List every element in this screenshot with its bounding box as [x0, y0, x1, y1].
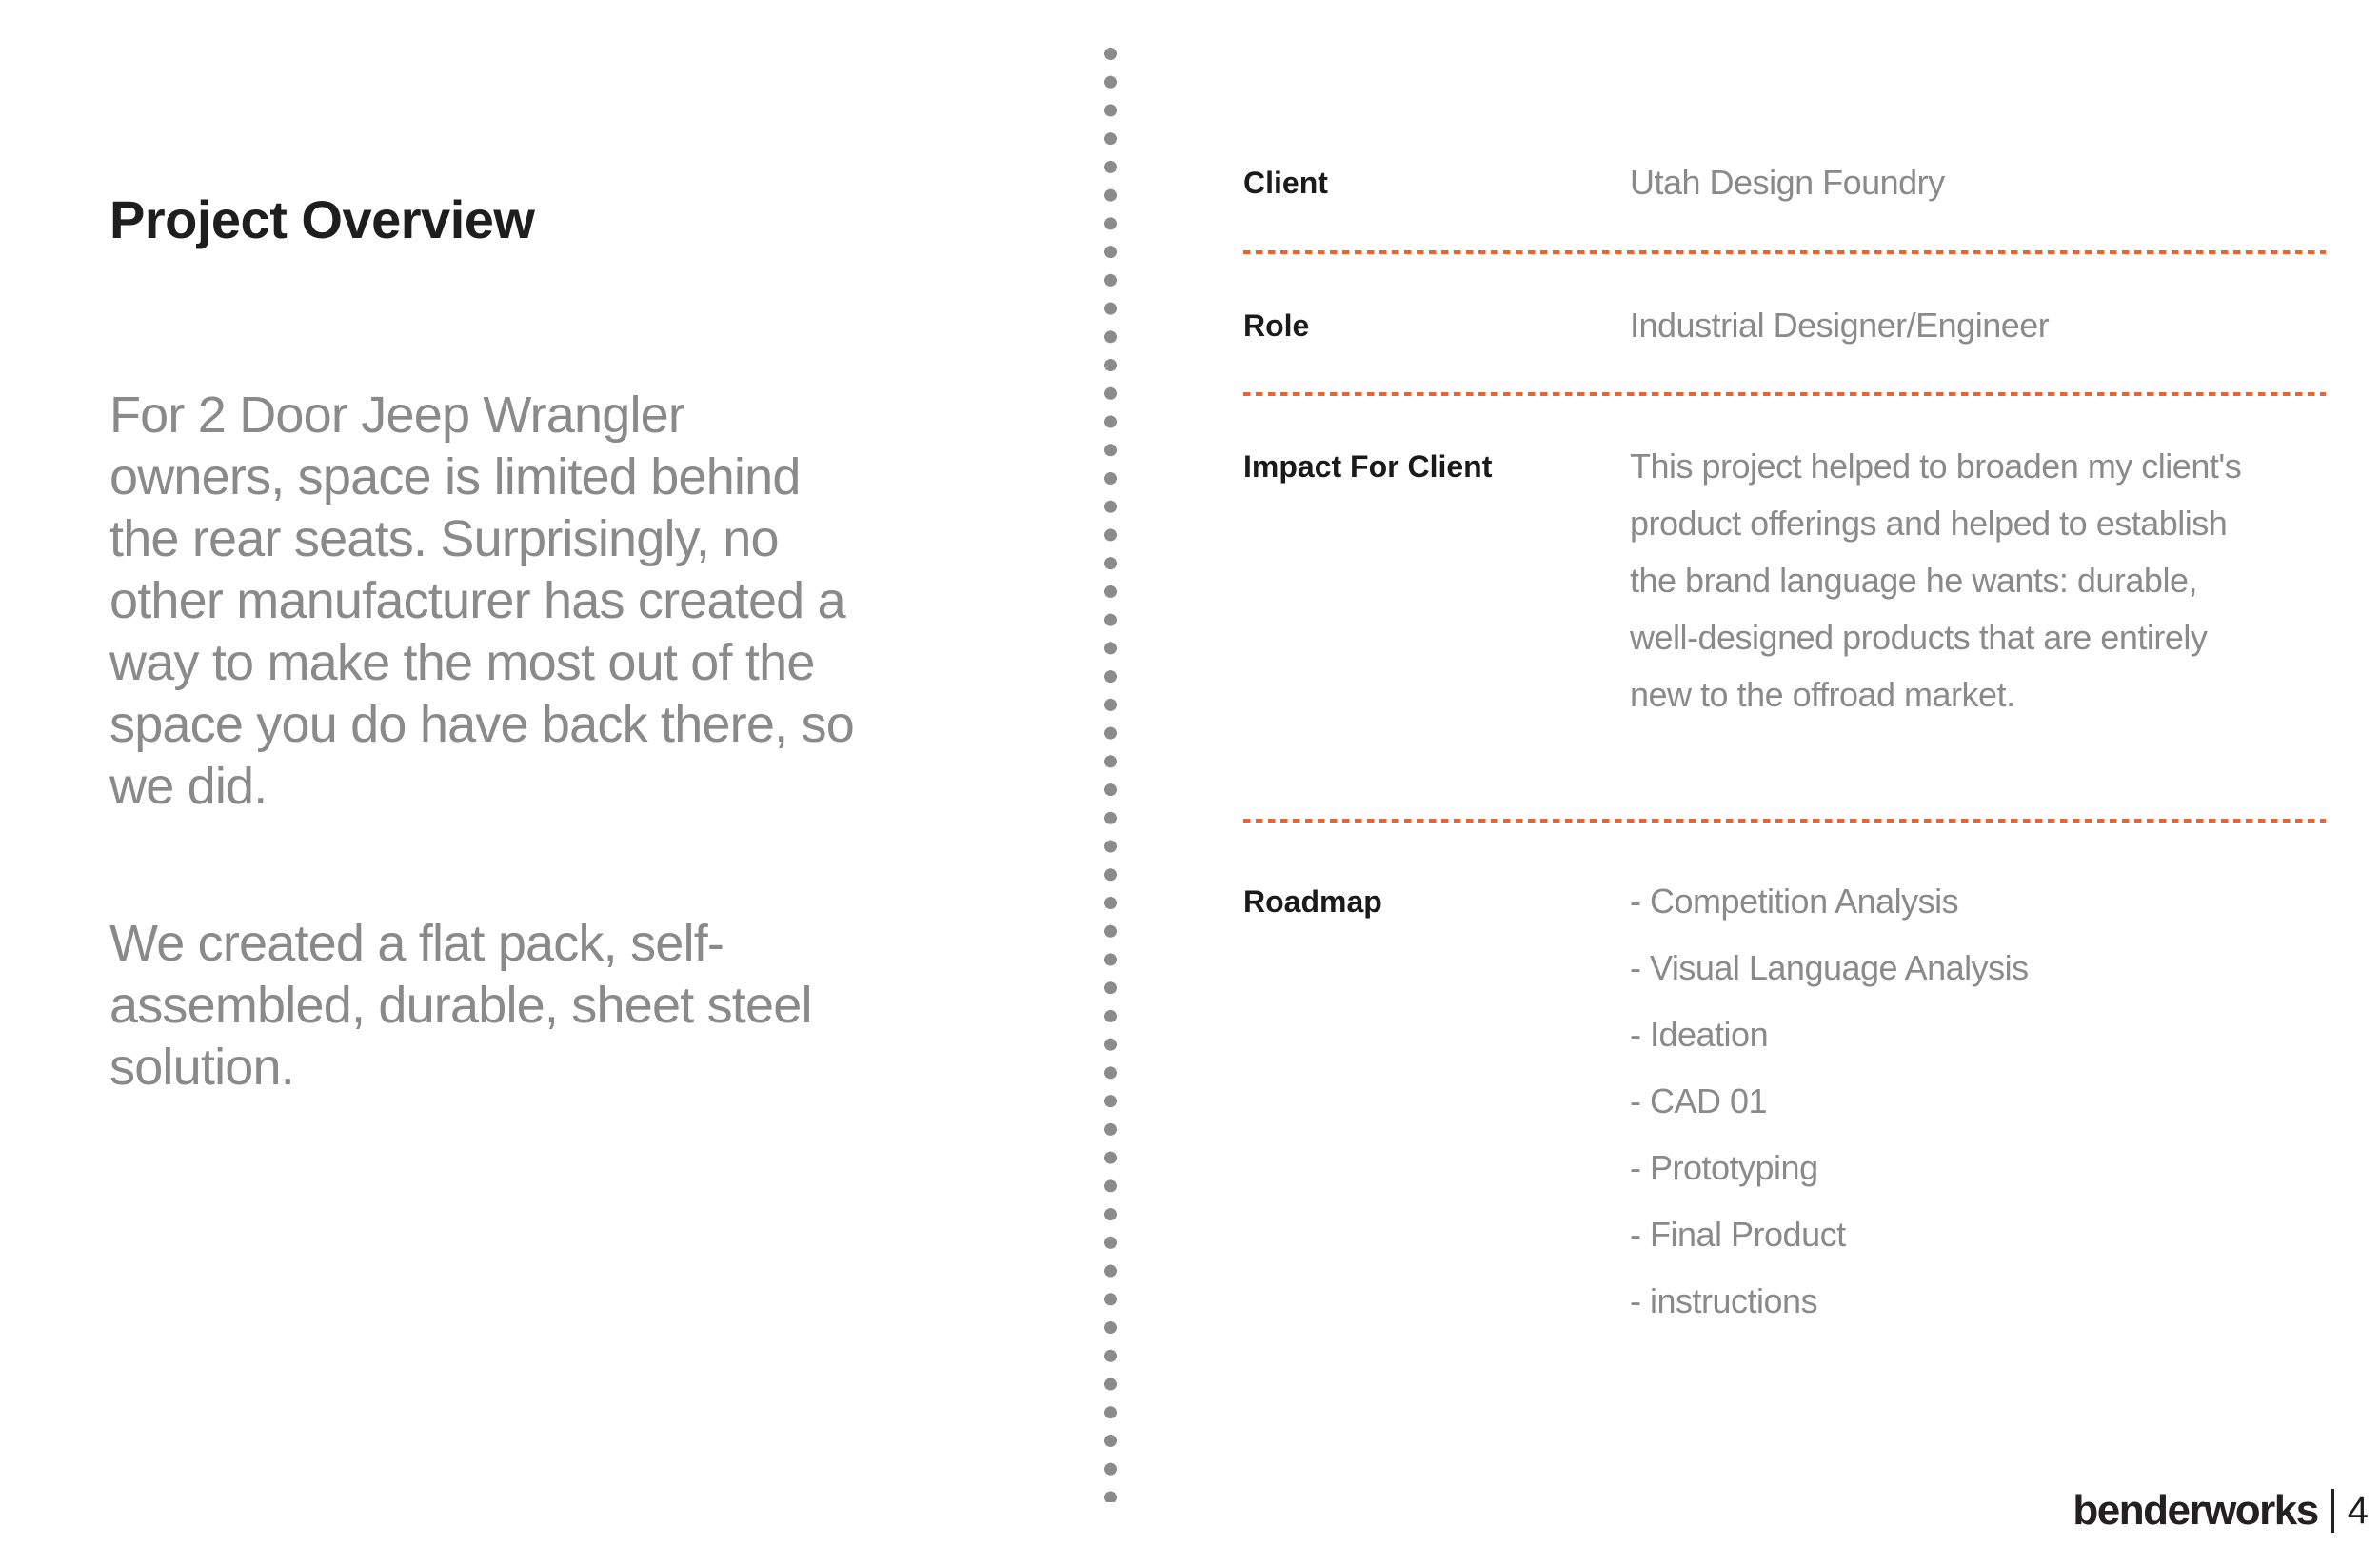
dashed-separator: [1243, 250, 2326, 254]
intro-paragraph: For 2 Door Jeep Wrangler owners, space i…: [109, 386, 855, 815]
roadmap-item: - Prototyping: [1630, 1148, 1818, 1187]
dashed-separator: [1243, 819, 2326, 823]
dashed-separator: [1243, 392, 2326, 396]
detail-row-impact: Impact For Client This project helped to…: [1243, 438, 2326, 723]
page-number: 4: [2347, 1489, 2369, 1532]
footer-divider-bar: [2330, 1489, 2334, 1533]
roadmap-item: - CAD 01: [1630, 1081, 1768, 1120]
roadmap-item: - Competition Analysis: [1630, 882, 1959, 921]
detail-row-roadmap: Roadmap - Competition Analysis - Visual …: [1243, 868, 2326, 1335]
roadmap-item: - instructions: [1630, 1281, 1818, 1320]
role-value: Industrial Designer/Engineer: [1630, 306, 2050, 345]
impact-label: Impact For Client: [1243, 449, 1493, 484]
roadmap-item: - Ideation: [1630, 1015, 1769, 1054]
page-title: Project Overview: [109, 188, 535, 249]
roadmap-label: Roadmap: [1243, 884, 1382, 919]
vertical-dotted-divider: [1104, 48, 1117, 1502]
client-value: Utah Design Foundry: [1630, 163, 1945, 202]
roadmap-item: - Visual Language Analysis: [1630, 948, 2029, 987]
roadmap-item: - Final Product: [1630, 1215, 1846, 1254]
roadmap-list: - Competition Analysis - Visual Language…: [1630, 868, 2326, 1335]
footer: benderworks 4: [2073, 1487, 2369, 1535]
impact-value: This project helped to broaden my client…: [1630, 446, 2242, 714]
detail-row-client: Client Utah Design Foundry: [1243, 162, 2326, 204]
detail-row-role: Role Industrial Designer/Engineer: [1243, 305, 2326, 347]
brand-logo: benderworks: [2073, 1487, 2319, 1534]
client-label: Client: [1243, 166, 1328, 200]
role-label: Role: [1243, 308, 1310, 343]
solution-paragraph: We created a flat pack, self- assembled,…: [109, 915, 812, 1096]
